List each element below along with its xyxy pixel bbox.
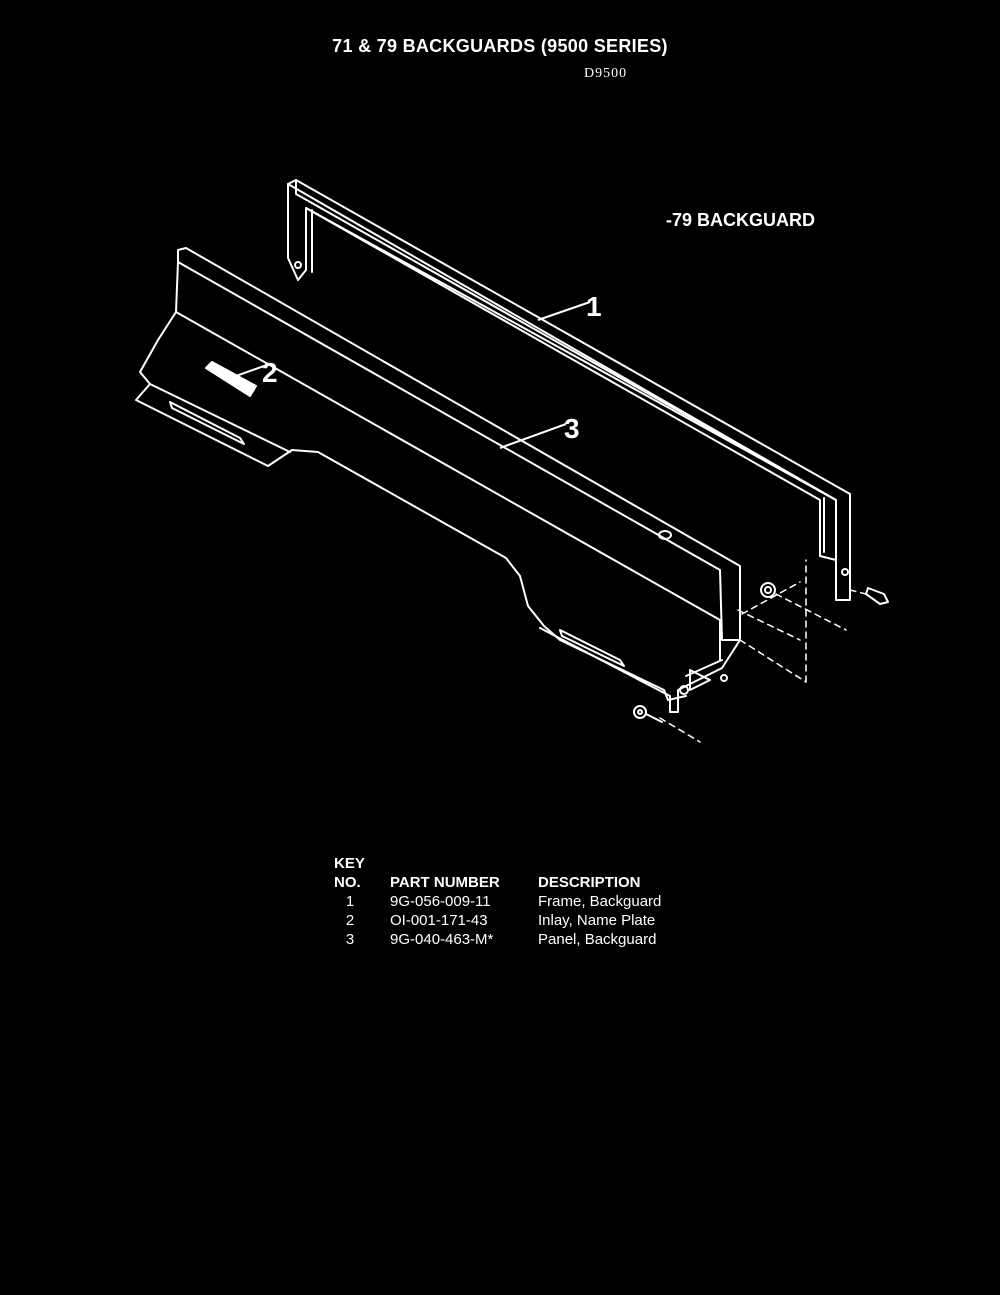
description-header: DESCRIPTION	[538, 874, 641, 891]
name-plate-inlay-fill	[206, 362, 256, 396]
backguard-panel-part	[135, 247, 741, 713]
legend-description: Panel, Backguard	[538, 931, 657, 948]
callout-1: 1	[586, 291, 602, 322]
mounting-hardware	[633, 582, 889, 723]
exploded-view-diagram: 1 2 3	[135, 179, 889, 743]
key-header-top: KEY	[334, 855, 365, 872]
legend-part-number: 9G-040-463-M*	[390, 931, 494, 948]
legend-part-number: OI-001-171-43	[390, 912, 488, 929]
parts-legend: KEY NO. PART NUMBER DESCRIPTION 1 9G-056…	[334, 854, 738, 949]
callout-3: 3	[564, 413, 580, 444]
legend-description: Inlay, Name Plate	[538, 912, 656, 929]
leader-line-1	[537, 301, 591, 321]
leader-line-2	[235, 365, 265, 377]
legend-row: 2 OI-001-171-43 Inlay, Name Plate	[334, 911, 738, 930]
legend-part-number: 9G-056-009-11	[390, 893, 491, 910]
backguard-frame-part	[287, 179, 851, 601]
legend-description: Frame, Backguard	[538, 893, 662, 910]
legend-header-top: KEY	[334, 854, 738, 873]
legend-row: 1 9G-056-009-11 Frame, Backguard	[334, 892, 738, 911]
part-number-header: PART NUMBER	[390, 874, 500, 891]
callout-2: 2	[262, 357, 278, 388]
page-title: 71 & 79 BACKGUARDS (9500 SERIES)	[332, 36, 668, 56]
alignment-lines	[659, 559, 867, 743]
legend-header: NO. PART NUMBER DESCRIPTION	[334, 873, 738, 892]
leader-line-3	[499, 423, 567, 449]
diagram-code: D9500	[584, 66, 628, 81]
variant-label: -79 BACKGUARD	[666, 210, 816, 230]
legend-row: 3 9G-040-463-M* Panel, Backguard	[334, 930, 738, 949]
key-header-bottom: NO.	[334, 874, 361, 891]
legend-key: 1	[345, 893, 355, 910]
legend-key: 3	[345, 931, 355, 948]
legend-key: 2	[345, 912, 355, 929]
